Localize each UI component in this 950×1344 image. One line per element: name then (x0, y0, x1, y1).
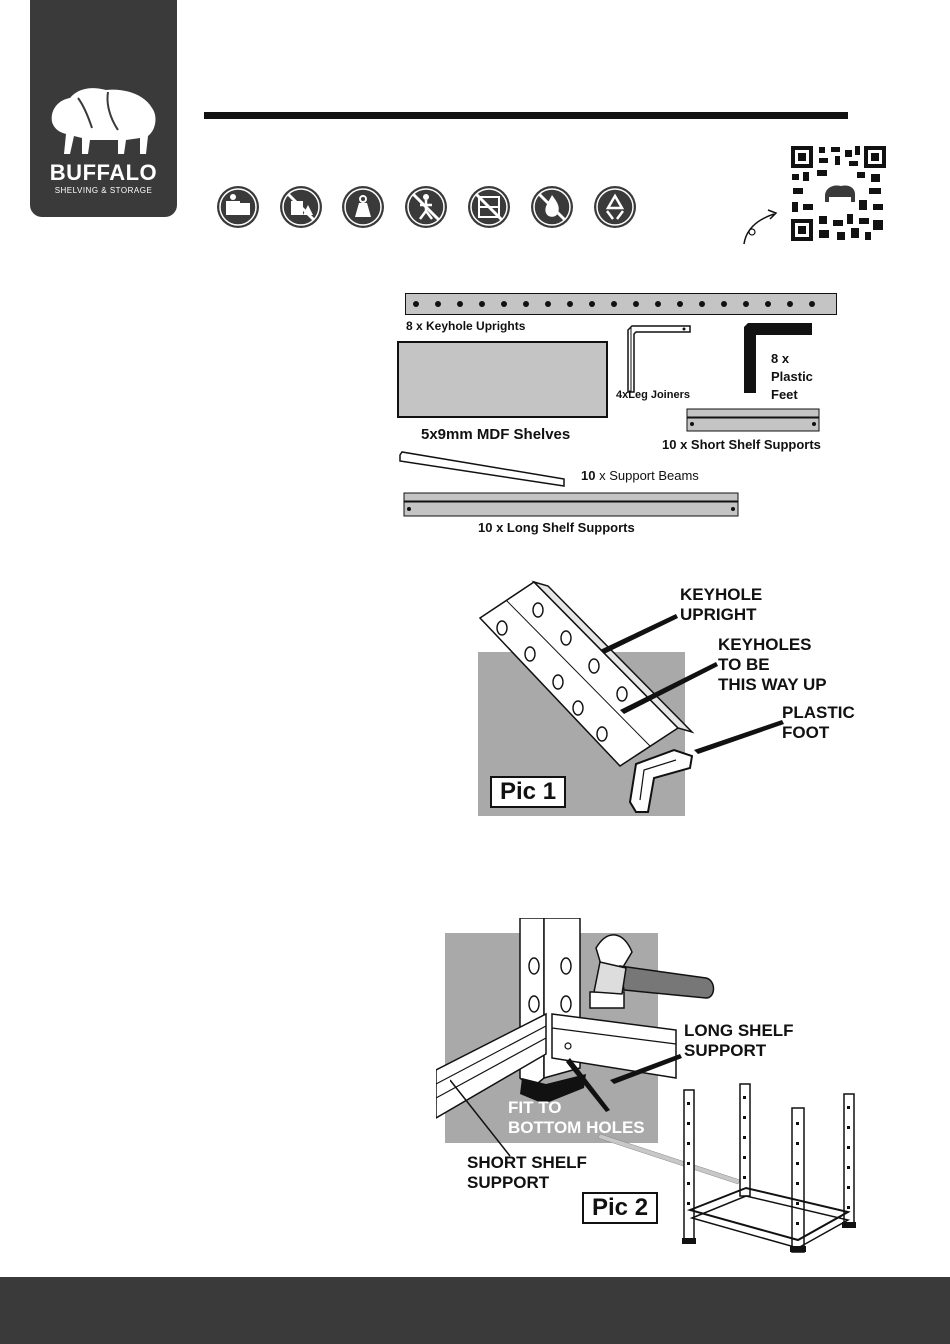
leg-joiners-label: 4xLeg Joiners (616, 389, 690, 401)
brand-tagline: SHELVING & STORAGE (30, 186, 177, 195)
uprights-label: 8 x Keyhole Uprights (406, 319, 525, 333)
leg-joiner-illustration (624, 322, 694, 394)
no-uneven-floor-icon (279, 185, 323, 229)
mdf-shelf-illustration (397, 341, 608, 418)
shelves-label: 5x9mm MDF Shelves (421, 426, 570, 443)
read-manual-icon (216, 185, 260, 229)
keyhole-upright-illustration (405, 293, 837, 315)
pic1-label: Pic 1 (490, 776, 566, 808)
footer-bar (0, 1277, 950, 1344)
assembled-frame-illustration (680, 1082, 860, 1254)
short-shelf-support-illustration (686, 408, 820, 433)
no-climbing-icon (404, 185, 448, 229)
long-supports-label: 10 x Long Shelf Supports (478, 520, 635, 535)
keyholes-callout: KEYHOLES TO BE THIS WAY UP (718, 635, 827, 695)
brand-logo: BUFFALO SHELVING & STORAGE (30, 0, 177, 217)
buffalo-icon (48, 82, 160, 156)
pic2-label: Pic 2 (582, 1192, 658, 1224)
long-shelf-support-illustration (403, 492, 739, 518)
feet-label: 8 x Plastic Feet (771, 350, 813, 404)
brand-name: BUFFALO (30, 160, 177, 186)
support-beam-illustration (398, 451, 568, 489)
short-shelf-support-callout: SHORT SHELF SUPPORT (467, 1153, 587, 1193)
title-rule (204, 112, 848, 119)
long-shelf-support-callout: LONG SHELF SUPPORT (684, 1021, 794, 1061)
max-load-icon (341, 185, 385, 229)
plastic-foot-callout: PLASTIC FOOT (782, 703, 855, 743)
qr-code-icon[interactable] (789, 144, 888, 243)
short-supports-label: 10 x Short Shelf Supports (662, 437, 821, 452)
curved-arrow-icon (738, 196, 790, 248)
recycle-icon (593, 185, 637, 229)
no-fire-icon (530, 185, 574, 229)
keyhole-upright-callout: KEYHOLE UPRIGHT (680, 585, 762, 625)
fit-bottom-holes-callout: FIT TO BOTTOM HOLES (508, 1098, 645, 1138)
support-beams-label: 10 x Support Beams (581, 468, 699, 483)
no-children-icon (467, 185, 511, 229)
